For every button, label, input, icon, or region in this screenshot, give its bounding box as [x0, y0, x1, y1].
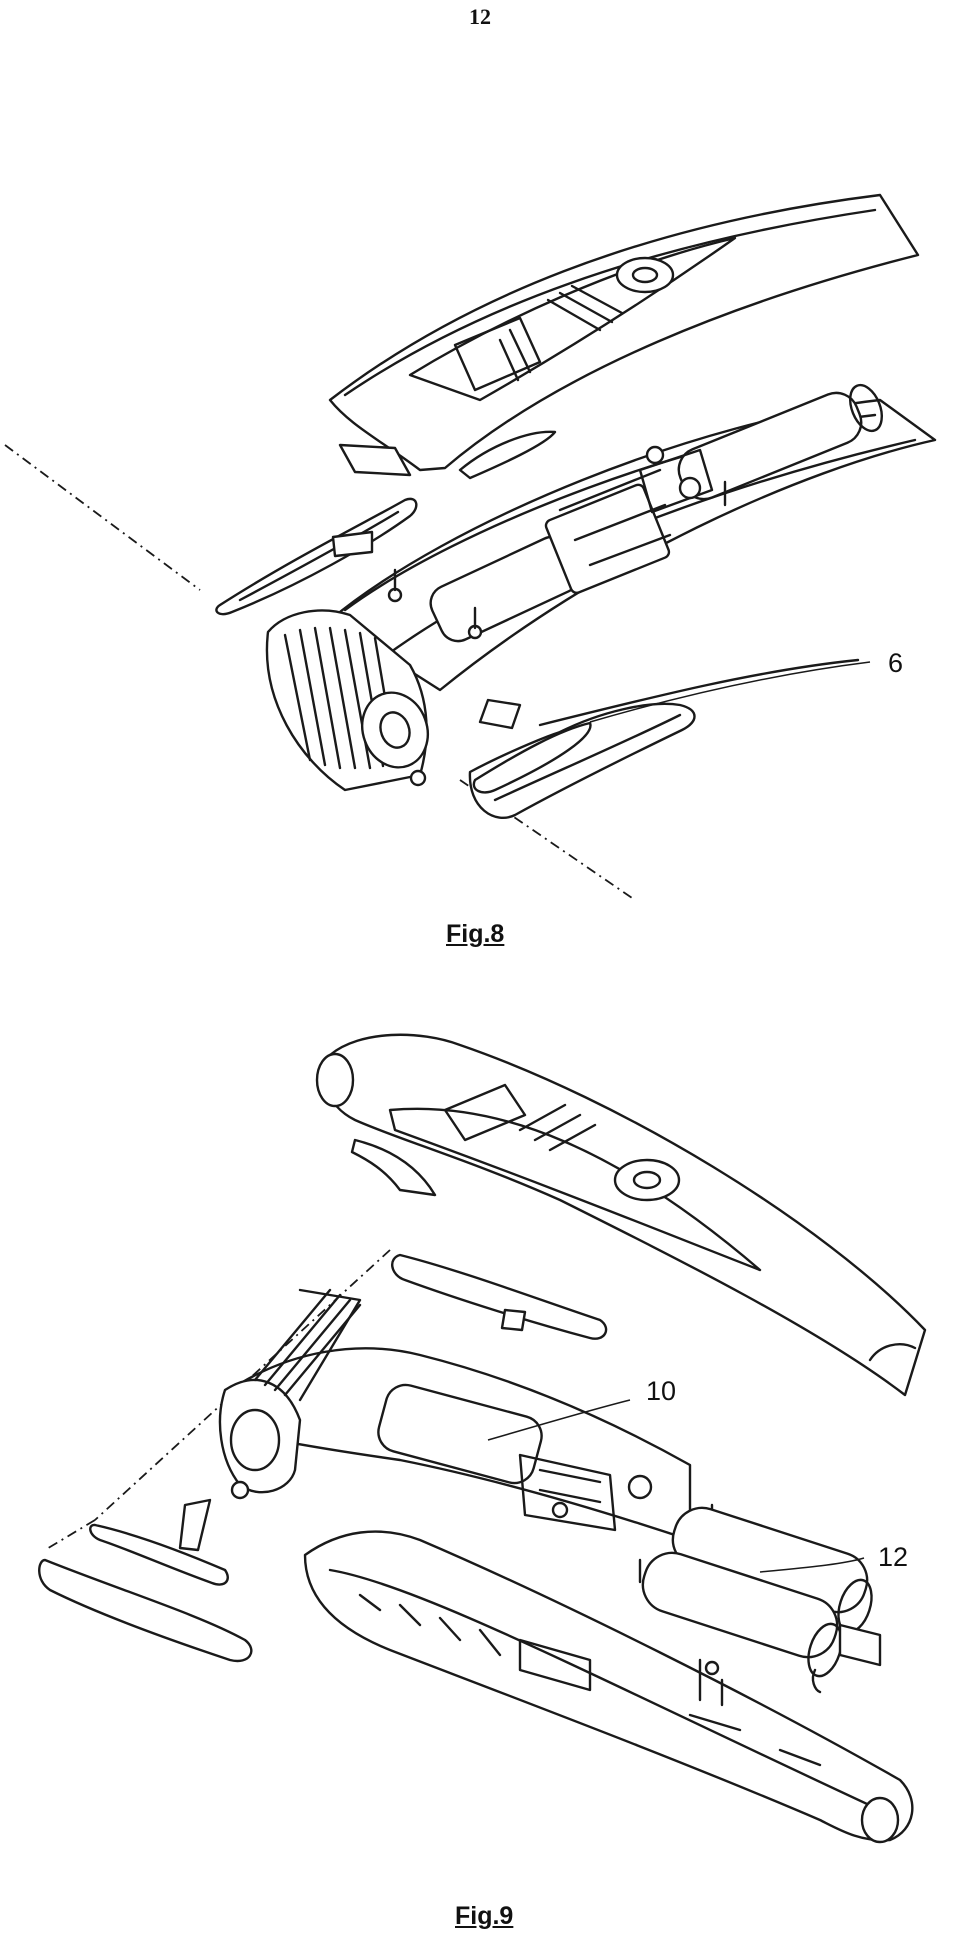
fig8-chassis: [328, 383, 937, 692]
figure-8-exploded-view: [4, 193, 937, 901]
page-number: 12: [469, 4, 491, 29]
fig8-assembly-axis: [4, 444, 636, 901]
fig8-top-cover: [328, 193, 920, 480]
fig9-upper-rail: [391, 1253, 608, 1340]
fig8-left-rail: [215, 497, 418, 616]
fig8-right-rail: [468, 658, 860, 820]
figure-9-label: Fig.9: [455, 1902, 514, 1930]
figure-8-label: Fig.8: [446, 920, 505, 948]
reference-10: 10: [646, 1376, 677, 1406]
reference-6: 6: [888, 648, 904, 678]
fig9-top-cover: [315, 1033, 927, 1397]
fig9-chassis: [228, 1347, 714, 1584]
fig8-cutting-head: [265, 609, 429, 792]
fig9-cutting-head: [218, 1288, 362, 1500]
fig9-lower-rail: [38, 1498, 253, 1663]
reference-12: 12: [878, 1542, 909, 1572]
fig9-lower-housing: [303, 1530, 914, 1844]
figure-9-exploded-view: [38, 1033, 927, 1844]
